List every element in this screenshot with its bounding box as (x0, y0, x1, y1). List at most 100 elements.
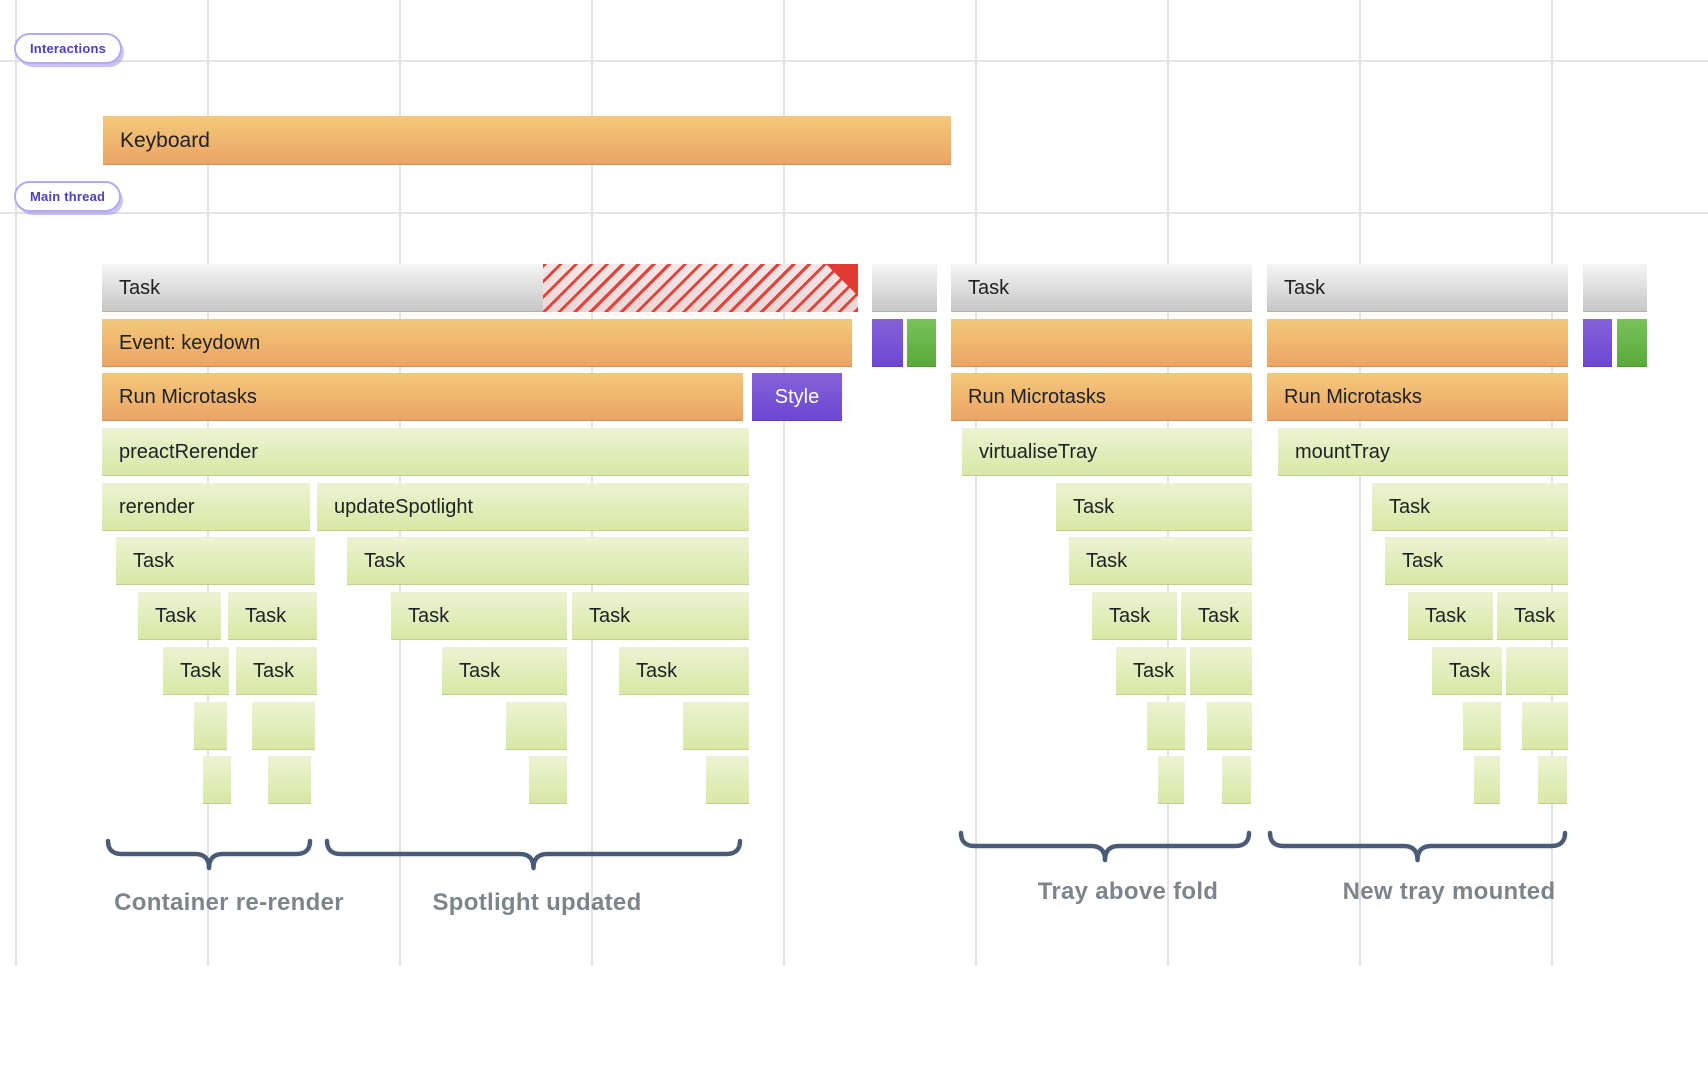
flame-bar-mounttray[interactable]: mountTray (1278, 428, 1568, 476)
flame-bar[interactable] (203, 756, 231, 804)
flame-bar-task[interactable]: Task (347, 537, 749, 585)
flame-bar-label: Task (1389, 495, 1431, 518)
flame-bar-task[interactable]: Task (1267, 264, 1568, 312)
flame-bar-task[interactable]: Task (236, 647, 317, 695)
flame-bar[interactable] (1583, 319, 1612, 367)
flame-bar[interactable] (706, 756, 749, 804)
flame-bar-label: updateSpotlight (334, 495, 474, 518)
flame-bar[interactable] (1522, 702, 1568, 750)
annotation-label: Spotlight updated (432, 889, 642, 916)
flame-bar[interactable] (872, 264, 937, 312)
flame-bar-task[interactable]: Task (1092, 592, 1177, 640)
annotation-label: Tray above fold (1037, 878, 1219, 905)
flame-bar-label: Task (408, 604, 450, 627)
flame-bar-label: Task (1073, 495, 1115, 518)
flame-bar[interactable] (1463, 702, 1501, 750)
flame-bar-run-microtasks[interactable]: Run Microtasks (951, 373, 1252, 421)
flame-bar-label: Task (133, 549, 175, 572)
flame-bar-updatespotlight[interactable]: updateSpotlight (317, 483, 749, 531)
flame-bar-task[interactable]: Task (1181, 592, 1252, 640)
interaction-bar-label: Keyboard (120, 128, 210, 152)
flame-bar-task[interactable]: Task (1432, 647, 1502, 695)
flame-bar-label: virtualiseTray (979, 440, 1098, 463)
flame-bar-label: preactRerender (119, 440, 258, 463)
flame-bar[interactable] (907, 319, 936, 367)
flame-bar-rerender[interactable]: rerender (102, 483, 310, 531)
flame-bar-task[interactable]: Task (1116, 647, 1186, 695)
flame-bar-label: Task (1133, 659, 1175, 682)
flame-bar[interactable] (1147, 702, 1185, 750)
flame-bar-label: Task (180, 659, 222, 682)
flame-bar-task[interactable]: Task (1372, 483, 1568, 531)
flame-bar[interactable] (1617, 319, 1647, 367)
flame-bar-task[interactable]: Task (1385, 537, 1568, 585)
flame-bar-task[interactable]: Task (1497, 592, 1568, 640)
gridline-vertical (783, 0, 785, 966)
flame-bar[interactable] (1158, 756, 1184, 804)
flame-bar-style[interactable]: Style (752, 373, 842, 421)
flame-bar-task[interactable]: Task (619, 647, 749, 695)
flame-bar-task[interactable]: Task (228, 592, 317, 640)
flame-bar-label: Task (155, 604, 197, 627)
annotation-brace (105, 838, 313, 871)
flame-bar-label: Task (1198, 604, 1240, 627)
flame-bar-label: Style (774, 385, 820, 408)
flame-bar[interactable] (1583, 264, 1647, 312)
flame-bar-task[interactable]: Task (116, 537, 315, 585)
flame-bar-task[interactable]: Task (391, 592, 567, 640)
track-label-interactions[interactable]: Interactions (14, 33, 123, 64)
long-task-corner-triangle-icon (826, 264, 858, 296)
flame-bar[interactable] (1474, 756, 1500, 804)
flame-bar-task[interactable]: Task (1069, 537, 1252, 585)
flame-bar-label: Task (1284, 276, 1326, 299)
flame-bar[interactable] (252, 702, 315, 750)
flame-bar-label: Run Microtasks (119, 385, 257, 408)
flame-bar-label: mountTray (1295, 440, 1390, 463)
gridline-horizontal (0, 60, 1708, 62)
flame-bar[interactable] (529, 756, 567, 804)
flame-bar-virtualisetray[interactable]: virtualiseTray (962, 428, 1252, 476)
flame-bar[interactable] (1538, 756, 1567, 804)
track-label-interactions-text: Interactions (30, 41, 107, 56)
flame-bar[interactable] (1506, 647, 1568, 695)
flame-bar-event-keydown[interactable]: Event: keydown (102, 319, 852, 367)
flame-bar-label: Task (1425, 604, 1467, 627)
flame-bar-run-microtasks[interactable]: Run Microtasks (1267, 373, 1568, 421)
flame-bar[interactable] (506, 702, 567, 750)
flame-bar[interactable] (1207, 702, 1252, 750)
flame-bar-run-microtasks[interactable]: Run Microtasks (102, 373, 743, 421)
flame-bar-task[interactable]: Task (163, 647, 229, 695)
flame-bar-label: Task (119, 276, 161, 299)
flame-bar-preactrerender[interactable]: preactRerender (102, 428, 749, 476)
flame-bar-task[interactable]: Task (1056, 483, 1252, 531)
flame-bar-label: Run Microtasks (1284, 385, 1422, 408)
flame-bar-task[interactable]: Task (102, 264, 858, 312)
flame-bar[interactable] (194, 702, 227, 750)
flame-bar-label: Event: keydown (119, 331, 261, 354)
flame-bar[interactable] (1267, 319, 1568, 367)
flame-bar[interactable] (872, 319, 903, 367)
flame-bar-task[interactable]: Task (1408, 592, 1493, 640)
flame-bar-label: Task (1449, 659, 1491, 682)
flame-bar[interactable] (1222, 756, 1251, 804)
interaction-bar-keyboard[interactable]: Keyboard (103, 116, 951, 165)
flame-bar-label: Task (968, 276, 1010, 299)
gridline-horizontal (0, 212, 1708, 214)
track-label-main-thread[interactable]: Main thread (14, 181, 122, 212)
annotation-brace (324, 838, 743, 871)
flame-bar-task[interactable]: Task (138, 592, 221, 640)
flame-bar[interactable] (1190, 647, 1252, 695)
flame-bar-task[interactable]: Task (442, 647, 567, 695)
flame-bar-label: Task (589, 604, 631, 627)
flame-bar[interactable] (268, 756, 311, 804)
flame-bar-task[interactable]: Task (572, 592, 749, 640)
flame-bar[interactable] (951, 319, 1252, 367)
gridline-vertical (975, 0, 977, 966)
flame-bar[interactable] (683, 702, 749, 750)
flame-bar-task[interactable]: Task (951, 264, 1252, 312)
flame-bar-label: Task (1086, 549, 1128, 572)
flame-bar-label: Task (245, 604, 287, 627)
long-task-stripes (543, 264, 858, 312)
gridline-vertical (1359, 0, 1361, 966)
